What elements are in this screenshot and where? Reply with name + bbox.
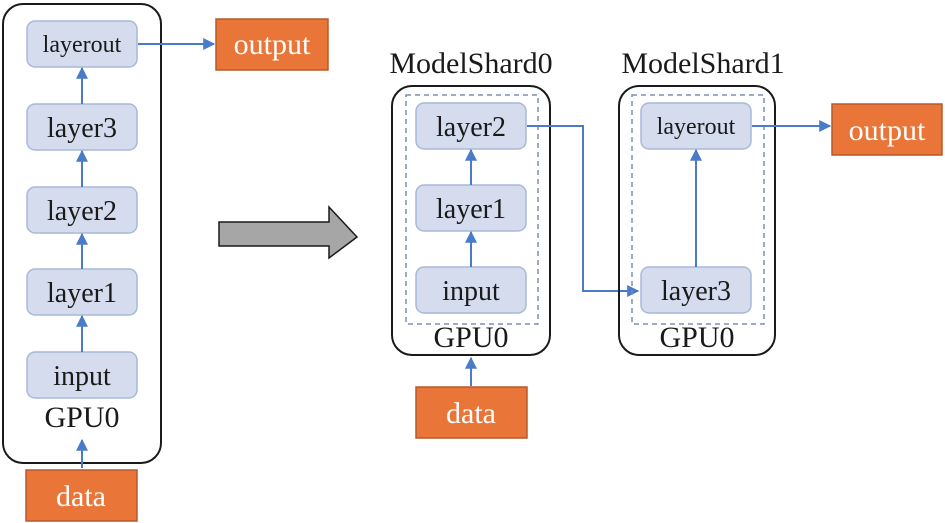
shard1-dashed-boundary [631, 94, 765, 325]
shard0-gpu-label: GPU0 [433, 321, 508, 354]
shard0-layer-layer1-label: layer1 [436, 194, 506, 225]
shard1-output-label: output [849, 114, 926, 147]
shard0-gpu-container [391, 85, 551, 356]
left-gpu-label: GPU0 [44, 401, 119, 434]
left-layer-layer2-label: layer2 [47, 196, 117, 227]
shard1-layer-layerout-label: layerout [657, 114, 736, 140]
shard1-layer-layer3: layer3 [640, 266, 752, 314]
left-layer-layerout-label: layerout [43, 32, 122, 58]
shard0-layer-input-label: input [442, 276, 500, 307]
left-data-box: data [25, 469, 138, 522]
shard0-layer-input: input [415, 266, 527, 314]
left-layer-layer2: layer2 [26, 186, 138, 234]
shard0-title: ModelShard0 [389, 47, 552, 80]
left-layer-input-label: input [53, 361, 111, 392]
left-layer-input: input [26, 351, 138, 399]
shard0-data-box: data [415, 386, 528, 439]
shard0-dashed-boundary [405, 94, 539, 325]
left-layer-layer1-label: layer1 [47, 278, 117, 309]
shard0-layer-layer2-label: layer2 [436, 112, 506, 143]
shard0-layer-layer1: layer1 [415, 184, 527, 232]
shard0-layer-layer2: layer2 [415, 102, 527, 150]
left-output-box: output [215, 18, 329, 71]
left-layer-layer3: layer3 [26, 103, 138, 151]
edge-shard0-layer2-to-shard1-layer3 [527, 125, 640, 297]
transform-arrow [218, 205, 359, 260]
shard1-title: ModelShard1 [621, 47, 784, 80]
left-data-label: data [56, 480, 106, 513]
shard1-layer-layerout: layerout [640, 102, 752, 150]
shard1-output-box: output [831, 103, 943, 156]
left-layer-layer3-label: layer3 [47, 113, 117, 144]
left-layer-layerout: layerout [26, 20, 138, 68]
shard1-gpu-container [618, 85, 776, 356]
left-layer-layer1: layer1 [26, 268, 138, 316]
left-output-label: output [234, 28, 311, 61]
shard1-layer-layer3-label: layer3 [661, 276, 731, 307]
shard1-gpu-label: GPU0 [659, 321, 734, 354]
shard0-data-label: data [446, 397, 496, 430]
